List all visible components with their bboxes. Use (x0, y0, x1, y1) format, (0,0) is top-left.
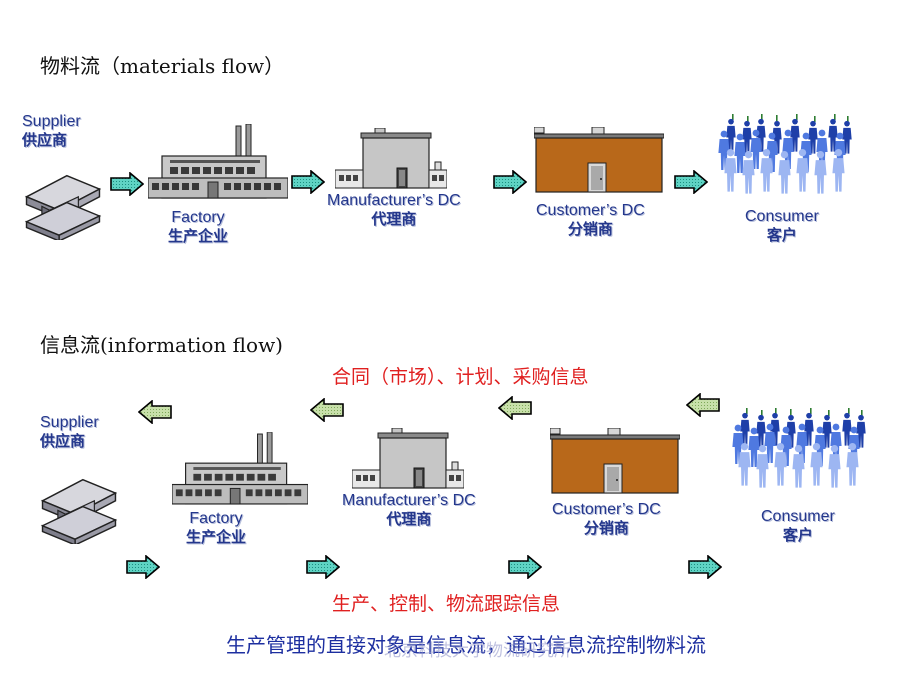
supplier-en: Supplier (40, 414, 99, 431)
right-arrow-icon (508, 555, 542, 579)
warehouse-brown-icon (534, 127, 664, 193)
supplier-en: Supplier (22, 113, 81, 130)
materials-customer-dc-label: Customer’s DC 分销商 (536, 201, 645, 239)
warehouse-grey-icon (335, 128, 447, 190)
warehouse-grey-icon (352, 428, 464, 490)
materials-factory-label: Factory 生产企业 (168, 208, 228, 246)
upstream-info-label: 合同（市场）、计划、采购信息 (332, 366, 589, 388)
factory-zh: 生产企业 (168, 227, 229, 245)
left-arrow-icon (686, 393, 720, 417)
factory-icon (172, 432, 308, 505)
information-factory-label: Factory 生产企业 (186, 509, 246, 547)
supplier-zh: 供应商 (40, 432, 86, 450)
manufacturer-dc-zh: 代理商 (386, 510, 432, 528)
crowd-icon (716, 114, 856, 194)
steel-beam-icon (40, 472, 118, 544)
materials-consumer-label: Consumer 客户 (745, 207, 819, 245)
customer-dc-zh: 分销商 (567, 220, 613, 238)
steel-beam-icon (24, 168, 102, 240)
summary-statement: 生产管理的直接对象是信息流，通过信息流控制物料流 (226, 633, 706, 657)
materials-supplier-label: Supplier 供应商 (22, 112, 81, 150)
information-manufacturer-dc-label: Manufacturer’s DC 代理商 (342, 491, 476, 529)
factory-en: Factory (171, 209, 225, 226)
right-arrow-icon (674, 170, 708, 194)
information-consumer-label: Consumer 客户 (761, 507, 835, 545)
supplier-zh: 供应商 (22, 131, 68, 149)
consumer-en: Consumer (761, 508, 835, 525)
right-arrow-icon (291, 170, 325, 194)
right-arrow-icon (493, 170, 527, 194)
left-arrow-icon (310, 398, 344, 422)
factory-icon (148, 124, 288, 199)
watermark: 北京科技大学物流研究所 (384, 641, 571, 661)
consumer-en: Consumer (745, 208, 819, 225)
warehouse-brown-icon (550, 428, 680, 494)
customer-dc-zh: 分销商 (583, 519, 629, 537)
materials-manufacturer-dc-label: Manufacturer’s DC 代理商 (327, 191, 461, 229)
information-flow-heading: 信息流(information flow) (40, 333, 283, 357)
manufacturer-dc-en: Manufacturer’s DC (342, 492, 476, 509)
consumer-zh: 客户 (782, 526, 813, 544)
information-supplier-label: Supplier 供应商 (40, 413, 99, 451)
right-arrow-icon (126, 555, 160, 579)
right-arrow-icon (306, 555, 340, 579)
information-customer-dc-label: Customer’s DC 分销商 (552, 500, 661, 538)
factory-zh: 生产企业 (186, 528, 247, 546)
left-arrow-icon (138, 400, 172, 424)
customer-dc-en: Customer’s DC (536, 202, 645, 219)
right-arrow-icon (688, 555, 722, 579)
factory-en: Factory (189, 510, 243, 527)
downstream-info-label: 生产、控制、物流跟踪信息 (332, 593, 561, 615)
customer-dc-en: Customer’s DC (552, 501, 661, 518)
left-arrow-icon (498, 396, 532, 420)
manufacturer-dc-en: Manufacturer’s DC (327, 192, 461, 209)
crowd-icon (730, 408, 870, 488)
consumer-zh: 客户 (766, 226, 797, 244)
manufacturer-dc-zh: 代理商 (371, 210, 417, 228)
materials-flow-heading: 物料流（materials flow） (40, 54, 285, 78)
right-arrow-icon (110, 172, 144, 196)
